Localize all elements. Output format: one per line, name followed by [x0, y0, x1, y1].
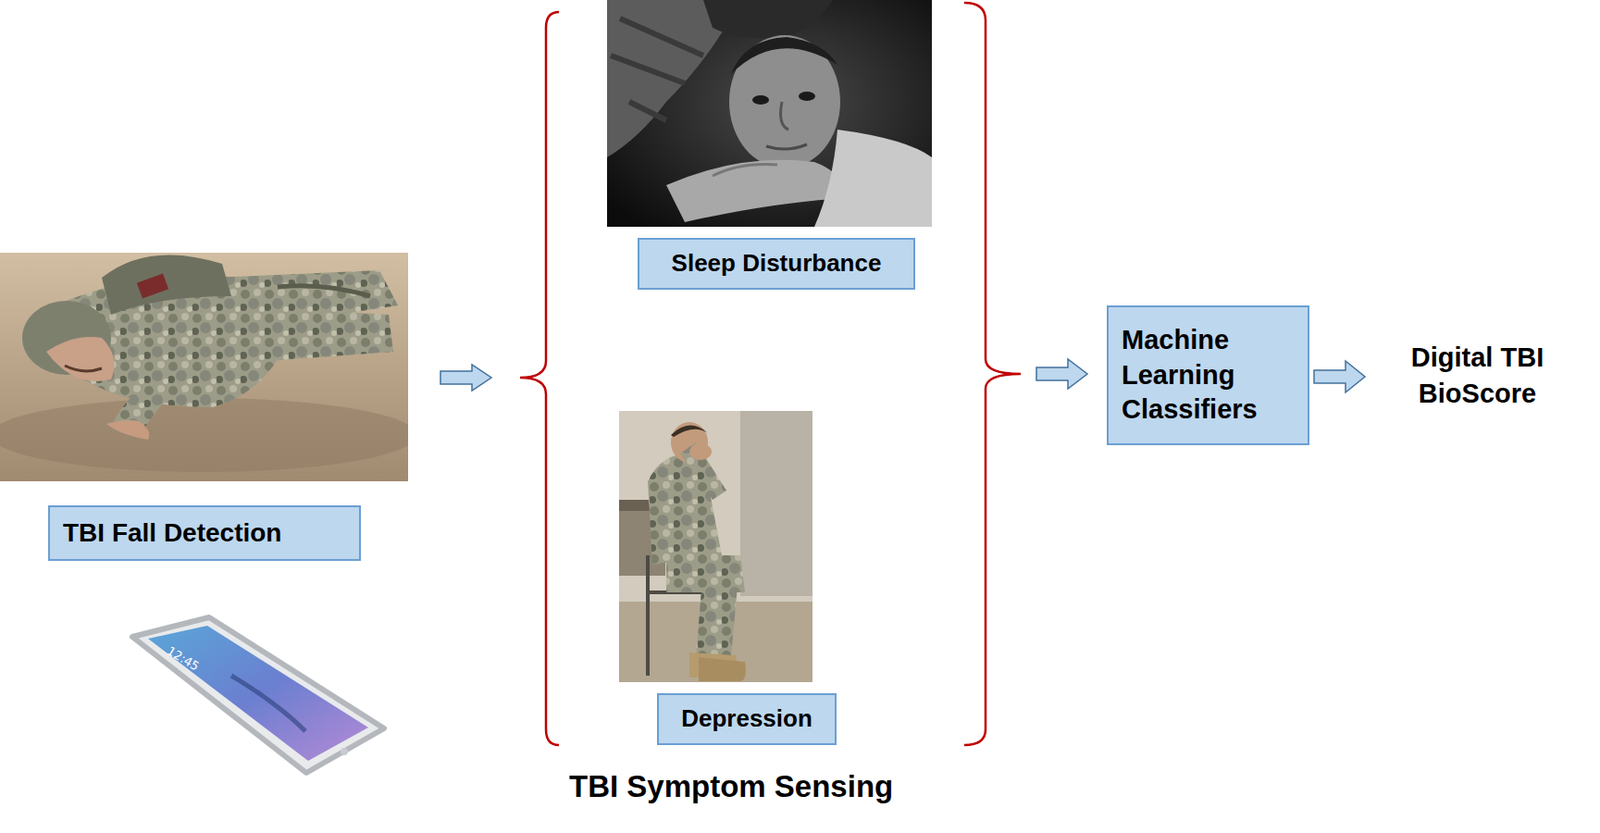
- sleepless-man-photo: [610, 18, 704, 121]
- smartphone-icon: [148, 625, 369, 761]
- box-label: Machine Learning Classifiers: [1121, 322, 1295, 428]
- smartphone-icon: [132, 617, 385, 773]
- group-caption: TBI Symptom Sensing: [569, 766, 894, 808]
- sleepless-man-photo: [712, 164, 778, 177]
- sleepless-man-photo: [781, 101, 789, 130]
- sleepless-man-photo: [607, 0, 932, 227]
- sleepless-man-photo: [798, 91, 816, 101]
- sleepless-man-photo: [607, 0, 932, 227]
- depressed-soldier-photo: [740, 410, 813, 596]
- process-box: Sleep Disturbance: [637, 237, 916, 290]
- fallen-soldier-photo: [136, 272, 169, 298]
- block-arrow: [1314, 360, 1365, 393]
- block-arrow: [1036, 359, 1088, 389]
- smartphone-icon: [231, 675, 306, 732]
- box-label: TBI Fall Detection: [62, 516, 282, 550]
- sleepless-man-photo: [703, 0, 833, 38]
- depressed-soldier-photo: [695, 564, 722, 659]
- block-arrow: [440, 364, 492, 391]
- box-label: Depression: [681, 703, 813, 735]
- fallen-soldier-photo: [64, 365, 102, 372]
- smartphone-icon: [340, 747, 348, 756]
- fallen-soldier-photo: [46, 336, 114, 382]
- depressed-soldier-photo: [619, 410, 813, 683]
- sleepless-man-photo: [814, 129, 932, 227]
- box-label: Sleep Disturbance: [671, 248, 882, 280]
- smartphone-icon: [132, 617, 385, 773]
- fallen-soldier-photo: [0, 252, 409, 482]
- depressed-soldier-photo: [619, 410, 813, 683]
- fallen-soldier-photo: [0, 397, 409, 472]
- process-box: Depression: [657, 693, 837, 745]
- depressed-soldier-photo: [680, 442, 727, 500]
- sleepless-man-photo: [766, 144, 807, 149]
- fallen-soldier-photo: [277, 285, 371, 297]
- process-box: TBI Fall Detection: [48, 505, 361, 561]
- process-box: Machine Learning Classifiers: [1106, 305, 1310, 446]
- sleepless-man-photo: [666, 160, 840, 223]
- sleepless-man-photo: [731, 37, 838, 75]
- output-label: Digital TBI BioScore: [1377, 339, 1577, 412]
- depressed-soldier-photo: [670, 424, 708, 437]
- sleepless-man-photo: [752, 95, 769, 105]
- fallen-soldier-photo: [106, 420, 149, 440]
- depressed-soldier-photo: [689, 443, 712, 460]
- depressed-soldier-photo: [698, 657, 746, 682]
- sleepless-man-photo: [729, 35, 841, 169]
- left-brace: [520, 12, 559, 745]
- right-brace: [964, 2, 1021, 745]
- fallen-soldier-photo: [101, 254, 232, 315]
